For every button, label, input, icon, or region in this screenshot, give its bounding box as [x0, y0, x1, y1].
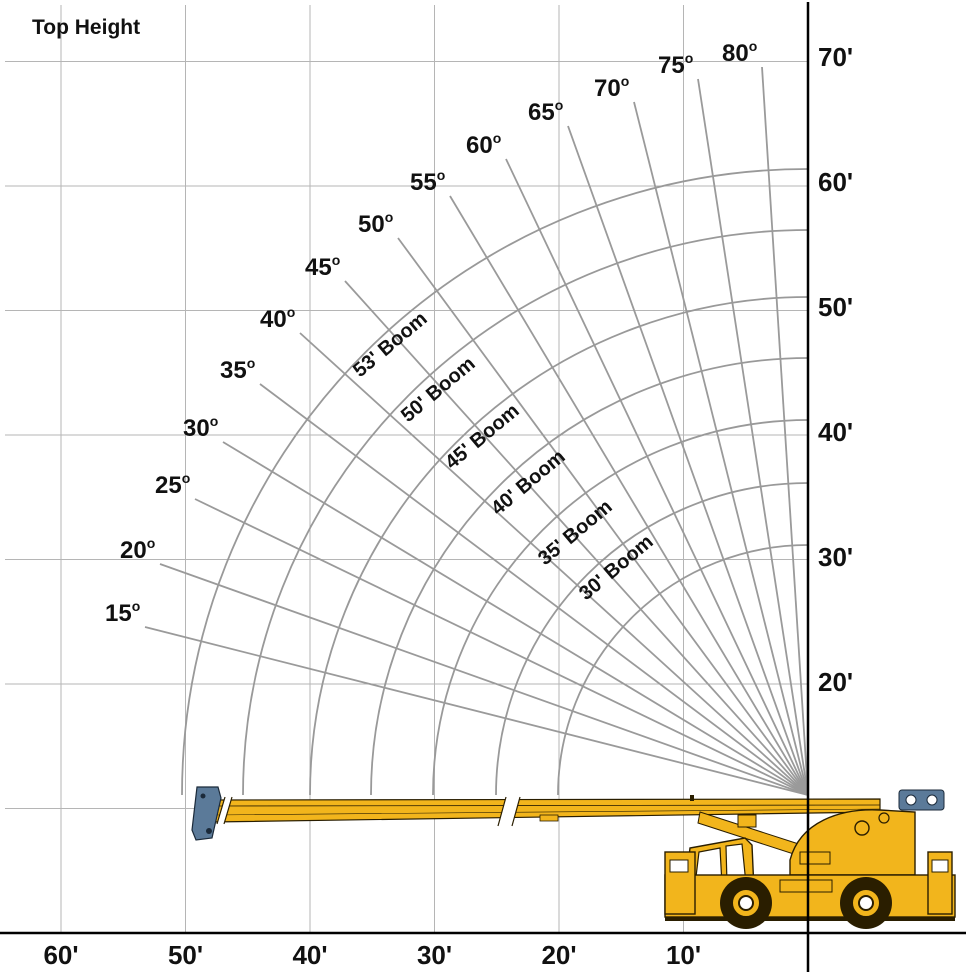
x-tick-label: 60'	[43, 940, 78, 970]
rear-wheel	[840, 877, 892, 929]
y-tick-label: 60'	[818, 167, 853, 197]
crane-upper	[789, 809, 916, 876]
degree-mark: o	[749, 38, 758, 54]
angle-ray	[194, 498, 809, 796]
boom-arc	[242, 229, 809, 796]
degree-mark: o	[332, 252, 341, 268]
degree-mark: o	[385, 209, 394, 225]
x-tick-label: 40'	[292, 940, 327, 970]
degree-mark: o	[210, 413, 219, 429]
angle-label: 40o	[260, 304, 295, 333]
y-tick-label: 30'	[818, 542, 853, 572]
crane-illustration	[191, 786, 956, 929]
boom-arc	[557, 544, 809, 796]
degree-mark: o	[132, 598, 141, 614]
x-tick-label: 30'	[417, 940, 452, 970]
degree-mark: o	[147, 535, 156, 551]
angle-ray	[633, 101, 809, 796]
x-tick-label: 10'	[666, 940, 701, 970]
angle-ray	[449, 195, 809, 796]
angle-ray	[222, 441, 809, 796]
boom-label: 30' Boom	[575, 531, 657, 605]
x-tick-label: 50'	[168, 940, 203, 970]
boom-arc	[309, 296, 809, 796]
y-axis-labels: 70' 60' 50' 40' 30' 20'	[818, 42, 853, 697]
angle-ray	[344, 280, 809, 796]
angle-ray	[144, 626, 809, 796]
boom-head	[191, 786, 222, 841]
angle-ray	[397, 237, 809, 796]
angle-ray	[505, 158, 809, 796]
angle-label: 20o	[120, 535, 155, 564]
angle-ray	[761, 66, 809, 796]
angle-ray	[567, 125, 809, 796]
boom-arc	[370, 357, 809, 796]
angle-label: 50o	[358, 209, 393, 238]
angle-label: 70o	[594, 73, 629, 102]
angle-rays	[144, 66, 809, 796]
angle-label: 45o	[305, 252, 340, 281]
angle-ray	[299, 332, 809, 796]
sheave-block	[898, 789, 945, 811]
y-tick-label: 20'	[818, 667, 853, 697]
crane-boom	[211, 795, 881, 827]
degree-mark: o	[437, 167, 446, 183]
grid	[5, 5, 808, 934]
crane-carrier	[664, 851, 956, 921]
boom-arc	[181, 168, 809, 796]
degree-mark: o	[287, 304, 296, 320]
x-axis-labels: 60' 50' 40' 30' 20' 10'	[43, 940, 701, 970]
angle-label: 35o	[220, 355, 255, 384]
angle-ray	[159, 563, 809, 796]
angle-label: 75o	[658, 50, 693, 79]
boom-label: 45' Boom	[441, 400, 523, 474]
boom-label: 53' Boom	[349, 308, 431, 382]
angle-label: 25o	[155, 470, 190, 499]
y-tick-label: 70'	[818, 42, 853, 72]
x-tick-label: 20'	[541, 940, 576, 970]
degree-mark: o	[555, 97, 564, 113]
degree-mark: o	[493, 130, 502, 146]
angle-label: 15o	[105, 598, 140, 627]
boom-label: 40' Boom	[487, 446, 569, 520]
boom-arc	[495, 482, 809, 796]
degree-mark: o	[685, 50, 694, 66]
angle-ray	[697, 78, 809, 796]
angle-label: 65o	[528, 97, 563, 126]
degree-mark: o	[621, 73, 630, 89]
angle-label: 80o	[722, 38, 757, 67]
front-wheel	[720, 877, 772, 929]
y-tick-label: 40'	[818, 417, 853, 447]
angle-label: 60o	[466, 130, 501, 159]
y-tick-label: 50'	[818, 292, 853, 322]
degree-mark: o	[247, 355, 256, 371]
boom-arcs	[181, 168, 809, 796]
angle-ray	[259, 383, 809, 796]
chart-title: Top Height	[32, 16, 140, 39]
angle-label: 55o	[410, 167, 445, 196]
angle-label: 30o	[183, 413, 218, 442]
boom-arc	[432, 419, 809, 796]
degree-mark: o	[182, 470, 191, 486]
